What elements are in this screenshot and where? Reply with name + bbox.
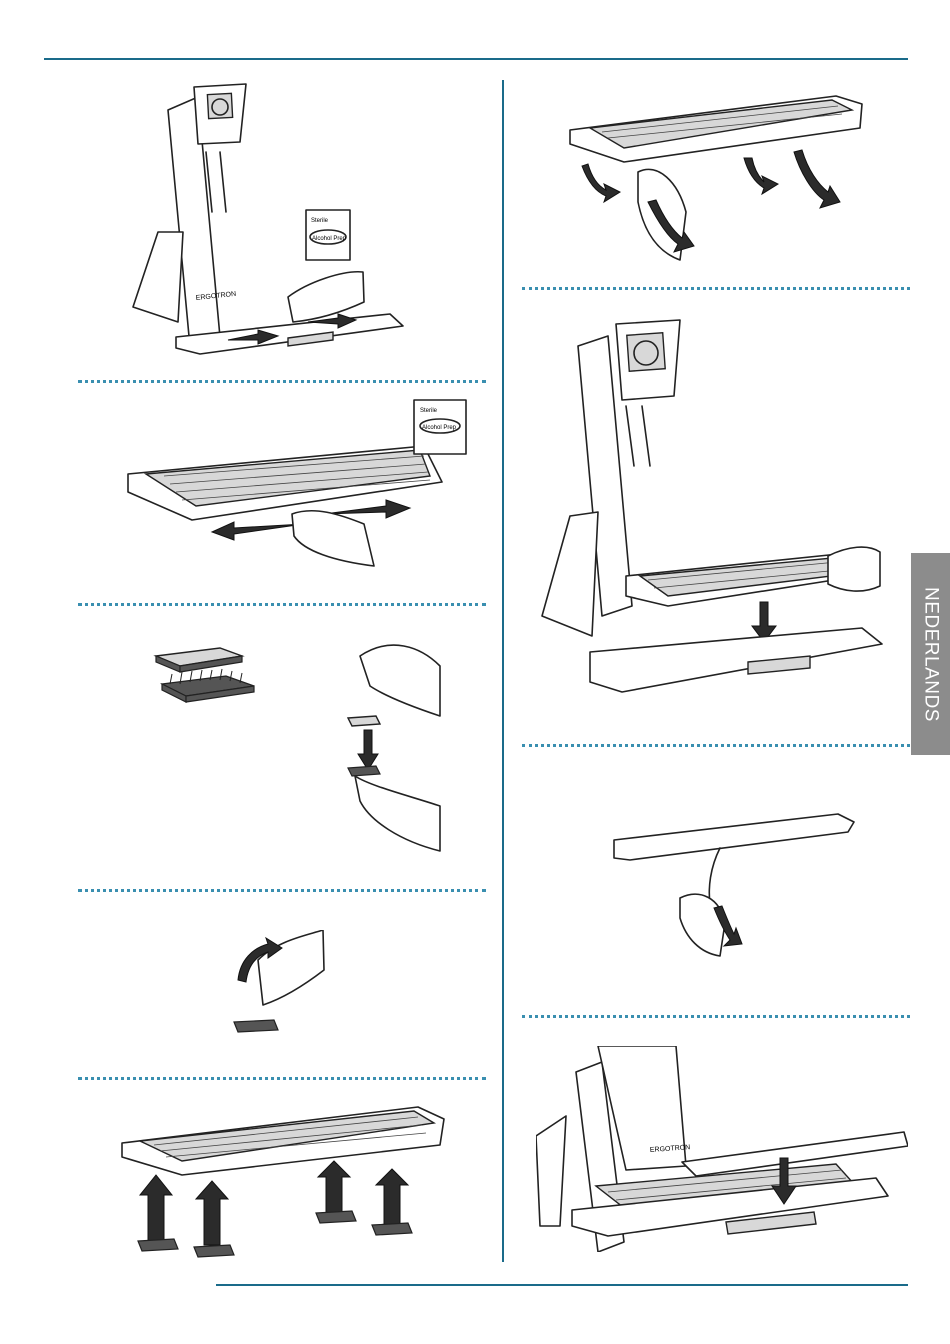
step-divider-right-3	[522, 1015, 910, 1018]
figure-keyboard-peel-liners	[568, 92, 868, 264]
figure-peel-pad	[228, 930, 328, 1040]
top-rule	[44, 58, 908, 60]
figure-stand-clean-tray: ERGOTRON Sterile Alcohol Prep	[128, 82, 418, 364]
step-divider-right-1	[522, 287, 910, 290]
step-divider-right-2	[522, 744, 910, 747]
step-divider-left-1	[78, 380, 486, 383]
figure-keyboard-clean-bottom: Sterile Alcohol Prep	[124, 396, 472, 576]
step-divider-left-3	[78, 889, 486, 892]
bottom-rule	[216, 1284, 908, 1286]
language-label: NEDERLANDS	[920, 587, 942, 722]
figure-place-keyboard-tray	[528, 316, 900, 718]
figure-final-assembly: ERGOTRON	[536, 1046, 908, 1252]
step-divider-left-2	[78, 603, 486, 606]
step-divider-left-4	[78, 1077, 486, 1080]
packet-brand-mid: Sterile	[420, 408, 438, 414]
packet-label-top: Alcohol Prep	[312, 236, 347, 242]
column-divider	[502, 80, 504, 1262]
language-side-tab: NEDERLANDS	[911, 553, 950, 755]
figure-keyboard-attach-pads	[118, 1095, 448, 1263]
packet-brand-top: Sterile	[311, 218, 329, 224]
figure-velcro-pads	[150, 626, 455, 856]
figure-tray-peel-liner	[610, 808, 860, 958]
packet-label-mid: Alcohol Prep	[422, 425, 457, 431]
